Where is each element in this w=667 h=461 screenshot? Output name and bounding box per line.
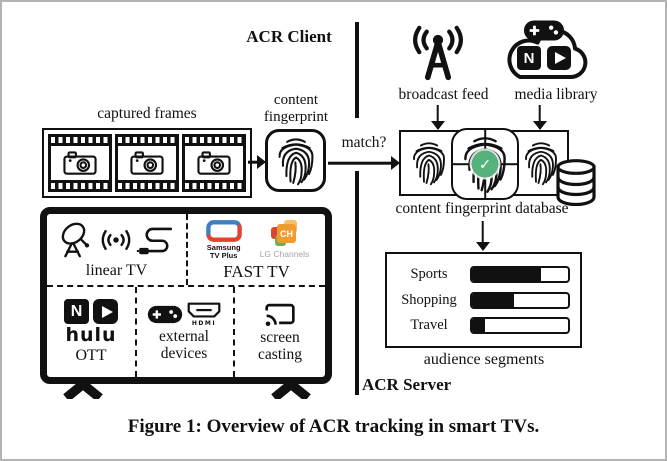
cast-icon [265,304,295,327]
broadcast-feed-label: broadcast feed [398,86,489,103]
lg-channels-icon: CH [271,220,298,247]
audience-segments-box: Sports Shopping Travel [385,252,582,348]
radio-waves-icon [101,229,130,250]
samsung-tv-plus-icon [205,220,242,242]
netflix-icon: N [517,46,541,70]
hdmi-logo: HDMI [187,301,221,327]
gamepad-icon [147,304,183,325]
camera-icon [118,146,176,180]
tv-screen: linear TV Samsung TV Plus [47,214,325,377]
tv-section-ott: N hulu OTT [47,287,135,377]
tv-divider [233,287,235,377]
db-to-audience-arrow [475,221,490,251]
tv-section-linear-tv: linear TV [47,214,186,285]
match-label: match? [341,134,387,151]
youtube-icon [93,299,118,325]
lg-channels-logo: CH LG Channels [259,220,310,260]
fingerprint-database-label: content fingerprint database [395,200,569,217]
check-icon: ✓ [471,150,499,178]
segment-bar-fill [472,318,486,332]
film-sprockets [51,183,109,189]
tv-section-external-devices: HDMI external devices [137,287,231,377]
lg-channels-label: LG Channels [259,249,310,260]
fingerprint-icon [413,142,445,186]
segment-label: Sports [410,266,448,283]
tv-divider [135,287,137,377]
database-icon [556,159,596,206]
film-sprockets [51,137,109,143]
samsung-label-line2: TV Plus [209,251,238,261]
media-to-db-arrow [532,105,547,130]
youtube-icon [547,46,571,70]
content-fingerprint-label: content fingerprint [263,92,329,125]
linear-tv-label: linear TV [85,261,148,279]
hdmi-label: HDMI [191,320,217,328]
match-arrow [328,156,400,170]
film-sprockets [118,183,176,189]
segment-label: Shopping [401,291,457,308]
netflix-icon: N [64,299,89,325]
frames-to-fingerprint-arrow [248,155,266,169]
captured-frames-label: captured frames [97,105,197,122]
gamepad-icon [523,19,565,42]
film-strip [42,128,252,198]
segment-row: Shopping [397,291,570,309]
acr-server-label: ACR Server [362,375,452,394]
camera-icon [185,146,243,180]
external-devices-label: external devices [159,328,209,362]
figure-caption: Figure 1: Overview of ACR tracking in sm… [127,416,540,437]
coax-cable-icon [136,227,172,255]
hdmi-icon [187,302,221,318]
tv-section-fast-tv: Samsung TV Plus CH LG Channels FAST TV [188,214,325,285]
segment-bar [470,291,570,309]
film-sprockets [185,137,243,143]
ott-label: OTT [75,347,107,365]
zone-divider-bottom [355,171,359,395]
film-sprockets [118,137,176,143]
tv-section-screen-casting: screen casting [235,287,325,377]
film-frame [48,134,112,192]
tv-divider [47,285,325,287]
lg-ch-letters: CH [277,224,296,244]
segment-row: Travel [397,316,570,334]
smart-tv: linear TV Samsung TV Plus [40,207,332,384]
audience-segments-label: audience segments [423,351,545,368]
fingerprint-icon [265,129,326,192]
samsung-label-line1: Samsung [206,243,241,253]
satellite-dish-icon [61,222,89,258]
matched-fingerprint-frame: ✓ [451,128,519,200]
film-sprockets [185,183,243,189]
segment-label: Travel [410,316,448,333]
film-frame [115,134,179,192]
fast-tv-label: FAST TV [223,261,290,281]
media-library-cloud: N [494,19,594,83]
zone-divider-top [355,22,359,118]
tv-leg [63,380,103,399]
tv-leg [271,380,311,399]
tv-divider [186,214,188,285]
segment-bar-fill [472,268,542,282]
broadcast-to-db-arrow [430,105,445,130]
hulu-logo: hulu [65,324,117,347]
broadcast-antenna-icon [413,25,463,81]
segment-row: Sports [397,266,570,284]
camera-icon [51,146,109,180]
acr-client-label: ACR Client [246,27,332,46]
segment-bar-fill [472,293,515,307]
screen-casting-label: screen casting [258,329,302,363]
media-library-label: media library [514,86,598,103]
segment-bar [470,316,570,334]
segment-bar [470,266,570,284]
fingerprint-database-box: ✓ [399,128,569,200]
samsung-tv-plus-logo: Samsung TV Plus [204,218,244,261]
film-frame [182,134,246,192]
